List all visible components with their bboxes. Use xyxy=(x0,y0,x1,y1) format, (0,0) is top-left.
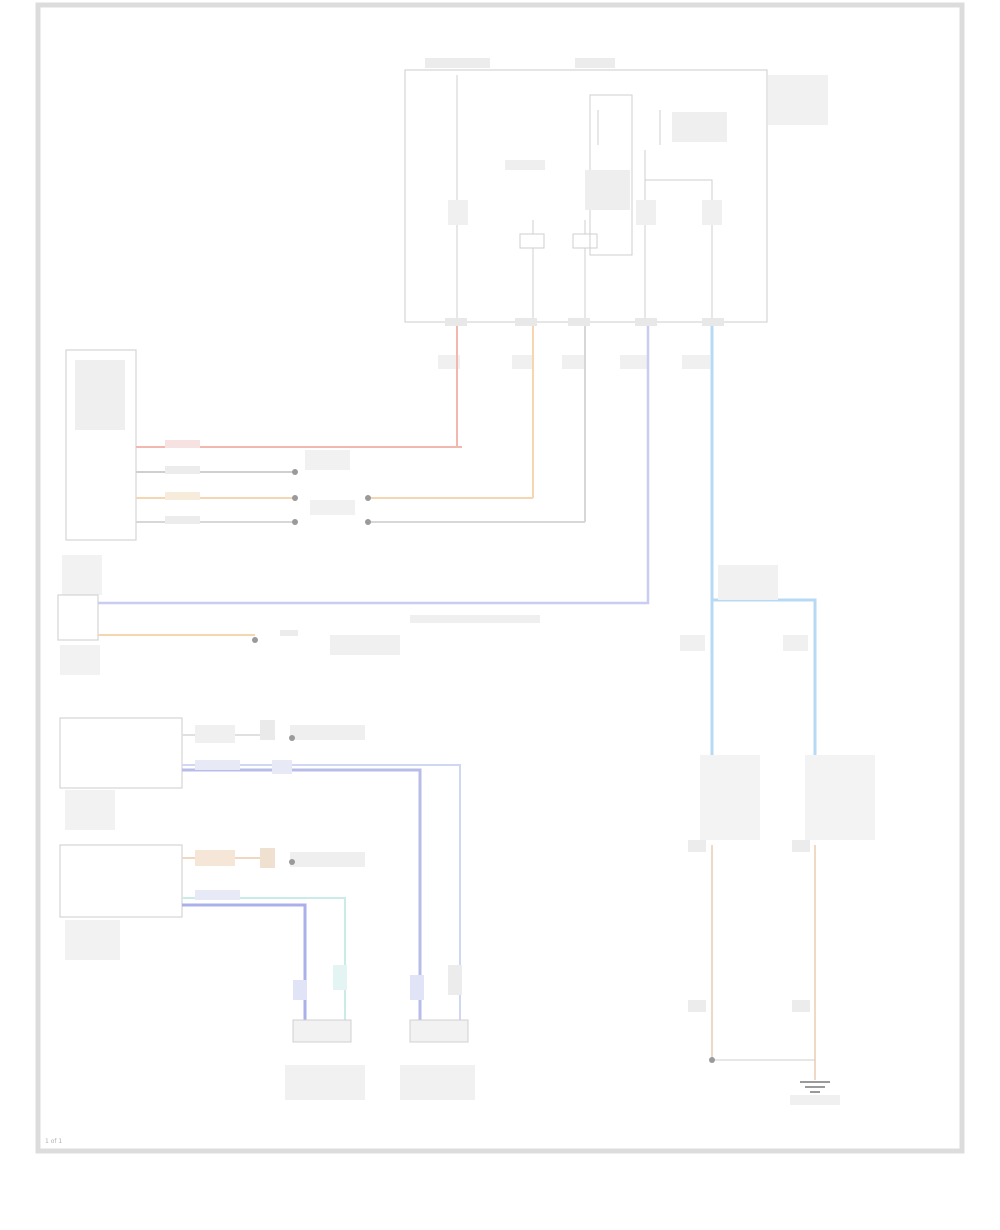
fuse-block-top-label xyxy=(425,58,490,68)
lamp-right xyxy=(400,965,475,1100)
control-unit-upper xyxy=(59,717,461,1020)
diagram-frame xyxy=(35,2,965,1154)
combination-switch xyxy=(62,326,586,595)
control-unit-lower xyxy=(59,844,365,1025)
fuse-block-side-label xyxy=(768,75,828,125)
stop-lamp-switch xyxy=(57,326,650,675)
figure-number: 1 of 1 xyxy=(45,1138,62,1145)
lamp-left xyxy=(285,965,365,1100)
fuse-block-mid-label xyxy=(575,58,615,68)
fuse-block xyxy=(404,58,828,369)
rear-lamp-circuit xyxy=(680,326,875,1105)
ground-symbol xyxy=(800,1081,830,1093)
